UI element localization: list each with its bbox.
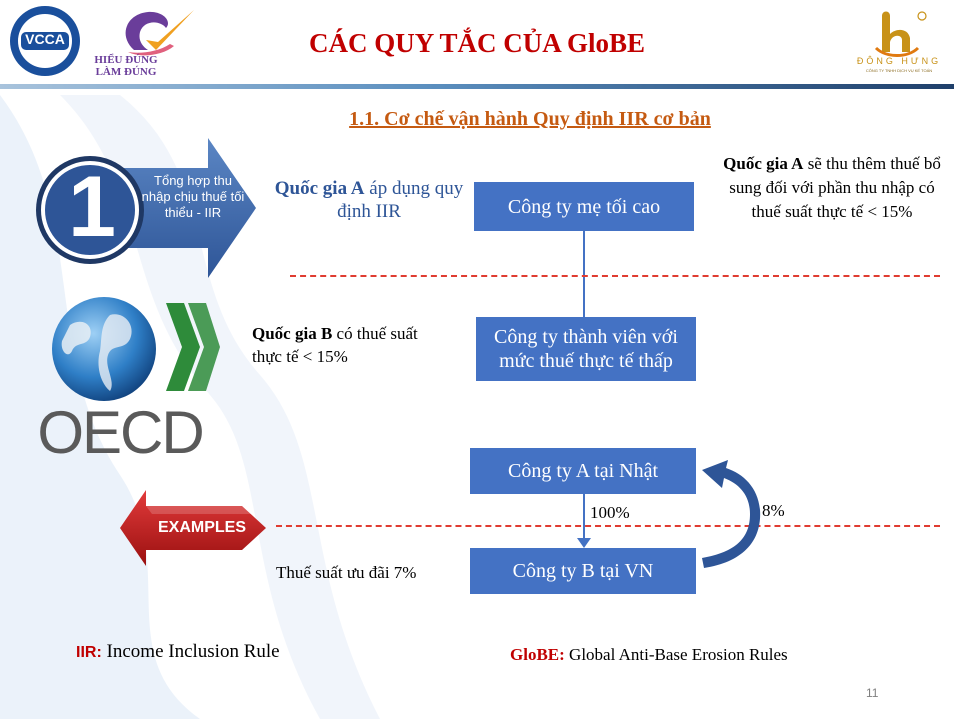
campaign-logo-line1: HIỂU ĐÚNG (94, 54, 158, 66)
badge-text: Tổng hợp thu nhập chịu thuế tối thiểu - … (141, 173, 245, 220)
watermark-shape (0, 95, 380, 719)
vcca-logo: VCCA (8, 4, 82, 78)
examples-banner (120, 490, 266, 566)
country-b-bold: Quốc gia B (252, 324, 333, 343)
company-logo-subtext: CÔNG TY TNHH DỊCH VỤ KẾ TOÁN (865, 68, 933, 73)
header-rule (0, 84, 954, 89)
globe-full: Global Anti-Base Erosion Rules (564, 645, 788, 664)
iir-abbr: IIR: (76, 644, 102, 661)
oecd-logo: OECD (20, 295, 220, 465)
page-title: CÁC QUY TẮC CỦA GloBE (308, 28, 646, 58)
country-a-note: Quốc gia A sẽ thu thêm thuế bổ sung đối … (716, 152, 948, 224)
ownership-arrowhead (577, 538, 591, 548)
globe-abbr: GloBE: (510, 645, 565, 664)
company-a-box: Công ty A tại Nhật (470, 448, 696, 494)
campaign-logo: HIỂU ĐÚNG LÀM ĐÚNG (88, 6, 200, 82)
ownership-label: 100% (590, 503, 630, 522)
topup-label: 8% (762, 501, 785, 520)
page-number: 11 (866, 686, 879, 700)
country-b-rest: có thuế suất thực tế < 15% (252, 324, 418, 366)
ownership-arrow (583, 494, 585, 544)
iir-full: Income Inclusion Rule (101, 641, 280, 662)
vcca-logo-text: VCCA (25, 31, 65, 47)
section-title: 1.1. Cơ chế vận hành Quy định IIR cơ bản (349, 108, 711, 130)
examples-label: EXAMPLES (157, 519, 246, 536)
subsidiary-box: Công ty thành viên với mức thuế thực tế … (476, 317, 696, 381)
oecd-logo-text: OECD (37, 399, 204, 466)
country-a-label: Quốc gia A áp dụng quy định IIR (270, 177, 468, 223)
badge-arrow (36, 138, 256, 278)
parent-company-box: Công ty mẹ tối cao (474, 182, 694, 231)
company-logo: ĐÔNG HƯNG CÔNG TY TNHH DỊCH VỤ KẾ TOÁN (846, 4, 952, 80)
incentive-rate-label: Thuế suất ưu đãi 7% (276, 563, 417, 582)
globe-definition: GloBE: Global Anti-Base Erosion Rules (510, 644, 788, 666)
country-a-note-rest: sẽ thu thêm thuế bổ sung đối với phần th… (729, 154, 941, 221)
topup-curved-arrow (702, 460, 761, 568)
campaign-logo-line2: LÀM ĐÚNG (95, 66, 157, 78)
country-a-bold: Quốc gia A (274, 178, 365, 199)
iir-definition: IIR: Income Inclusion Rule (76, 640, 280, 665)
country-a-note-bold: Quốc gia A (723, 154, 804, 173)
country-a-rest: áp dụng quy định IIR (337, 178, 464, 222)
company-b-box: Công ty B tại VN (470, 548, 696, 594)
company-logo-text: ĐÔNG HƯNG (856, 56, 942, 66)
border-dash-line (290, 275, 940, 277)
example-border-dash-line (276, 525, 940, 527)
parent-connector (583, 231, 585, 317)
country-b-label: Quốc gia B có thuế suất thực tế < 15% (252, 322, 428, 368)
badge-number: 1 (68, 159, 116, 255)
